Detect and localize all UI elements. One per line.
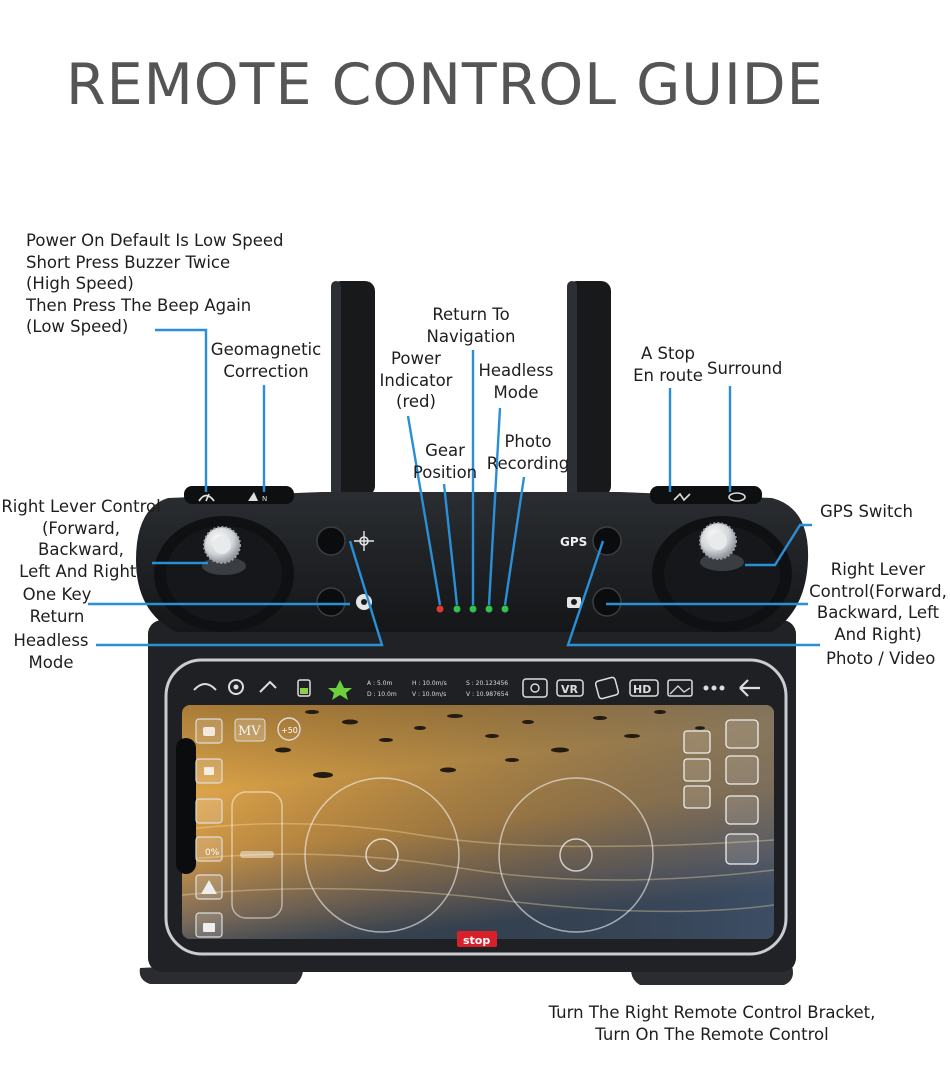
zoom-text: +50 xyxy=(281,726,298,735)
label-geomagnetic: Geomagnetic Correction xyxy=(210,340,322,381)
right-antenna xyxy=(567,281,611,496)
label-headless-mode-left: Headless Mode xyxy=(13,631,89,672)
led-gear xyxy=(453,605,461,613)
label-gps-switch: GPS Switch xyxy=(820,502,914,521)
telemetry-distance: D : 10.0m xyxy=(367,691,397,698)
label-headless-mode-top: Headless Mode xyxy=(478,361,554,402)
speed-icon xyxy=(198,493,215,502)
leader-gps-switch xyxy=(745,523,812,567)
label-right-lever: Right Lever Control(Forward, Backward, L… xyxy=(809,560,947,644)
compass-icon: N xyxy=(248,492,267,503)
battery-icon xyxy=(297,679,311,697)
telemetry-hspeed: H : 10.0m/s xyxy=(412,680,447,687)
left-antenna xyxy=(331,281,375,496)
label-left-lever: Right Lever Control (Forward, Backward, … xyxy=(1,497,161,581)
remote-icon[interactable] xyxy=(725,755,759,785)
signal-icon xyxy=(259,680,277,693)
virtual-left-stick[interactable] xyxy=(304,777,460,933)
waypoint-icon xyxy=(673,492,691,502)
label-surround: Surround xyxy=(707,359,783,378)
stop-text: stop xyxy=(463,934,490,947)
orbit-screen-icon[interactable] xyxy=(725,795,759,825)
leader-speed xyxy=(155,328,208,492)
label-one-key-return: One Key Return xyxy=(22,585,92,626)
crosshair-icon xyxy=(354,531,374,551)
flip-icon[interactable] xyxy=(725,719,759,749)
hd-text: HD xyxy=(633,683,651,696)
led-return xyxy=(469,605,477,613)
gallery-icon[interactable] xyxy=(667,679,693,697)
status-bar: A : 5.0m H : 10.0m/s S : 20.123456 D : 1… xyxy=(193,676,760,700)
percent-text: 0% xyxy=(205,848,220,858)
location-icon[interactable] xyxy=(725,833,759,865)
svg-text:N: N xyxy=(262,495,267,503)
camera-icon xyxy=(567,597,581,608)
leader-gear xyxy=(442,483,459,606)
telemetry-s: S : 20.123456 xyxy=(466,680,508,687)
telemetry-altitude: A : 5.0m xyxy=(367,680,392,687)
mv-mode[interactable]: MV xyxy=(238,724,261,739)
gps-button-label: GPS xyxy=(560,535,587,549)
label-a-stop: A Stop En route xyxy=(633,344,703,385)
battery-level-icon[interactable] xyxy=(195,798,223,824)
leader-headless-top xyxy=(487,407,502,606)
leader-headless-left xyxy=(96,540,384,647)
controller-icon[interactable] xyxy=(683,785,711,809)
leader-power xyxy=(406,415,442,606)
eye-icon xyxy=(228,679,244,695)
hd-button[interactable] xyxy=(629,679,659,697)
virtual-right-stick[interactable] xyxy=(498,777,654,933)
more-icon[interactable] xyxy=(703,685,709,691)
percent-icon[interactable] xyxy=(195,836,223,862)
star-icon xyxy=(328,680,352,700)
drone-icon[interactable] xyxy=(683,730,711,754)
label-bracket: Turn The Right Remote Control Bracket, T… xyxy=(548,1003,876,1044)
photo-video-button[interactable] xyxy=(592,587,622,617)
leader-photo xyxy=(503,476,526,606)
rotate-icon[interactable] xyxy=(594,676,620,700)
led-indicators xyxy=(436,605,509,613)
back-arrow-icon[interactable] xyxy=(739,679,760,697)
led-photo xyxy=(501,605,509,613)
throttle-slider[interactable] xyxy=(231,791,283,919)
label-power-indicator: Power Indicator (red) xyxy=(379,349,453,411)
label-return-navigation: Return To Navigation xyxy=(426,305,516,346)
label-photo-video: Photo / Video xyxy=(826,649,936,668)
drone-mode-icon[interactable] xyxy=(683,758,711,782)
zoom-icon[interactable] xyxy=(277,717,301,741)
smartphone: 0% MV +50 A : 5.0m H : 10.0m/s S : 20.12… xyxy=(164,658,788,956)
telemetry-v: V : 10.987654 xyxy=(466,691,509,698)
camera-switch-icon[interactable] xyxy=(522,678,548,698)
led-power xyxy=(436,605,444,613)
stop-button[interactable] xyxy=(457,931,497,947)
return-nav-button[interactable] xyxy=(316,526,346,556)
gps-button[interactable] xyxy=(592,526,622,556)
one-key-return-button[interactable] xyxy=(316,587,346,617)
led-headless xyxy=(485,605,493,613)
vr-button[interactable] xyxy=(556,679,584,697)
label-speed: Power On Default Is Low Speed Short Pres… xyxy=(26,231,284,336)
page-title: REMOTE CONTROL GUIDE xyxy=(66,52,824,118)
vr-text: VR xyxy=(561,683,579,696)
label-photo-recording: Photo Recording xyxy=(486,432,570,473)
telemetry-vspeed: V : 10.0m/s xyxy=(412,691,446,698)
wifi-icon xyxy=(193,683,217,691)
leader-photo-video xyxy=(566,540,820,647)
boats xyxy=(275,710,705,778)
left-joystick[interactable] xyxy=(202,526,246,575)
right-joystick[interactable] xyxy=(699,522,744,571)
label-gear-position: Gear Position xyxy=(412,441,478,482)
orbit-icon xyxy=(728,492,746,502)
leader-lines xyxy=(88,328,820,647)
